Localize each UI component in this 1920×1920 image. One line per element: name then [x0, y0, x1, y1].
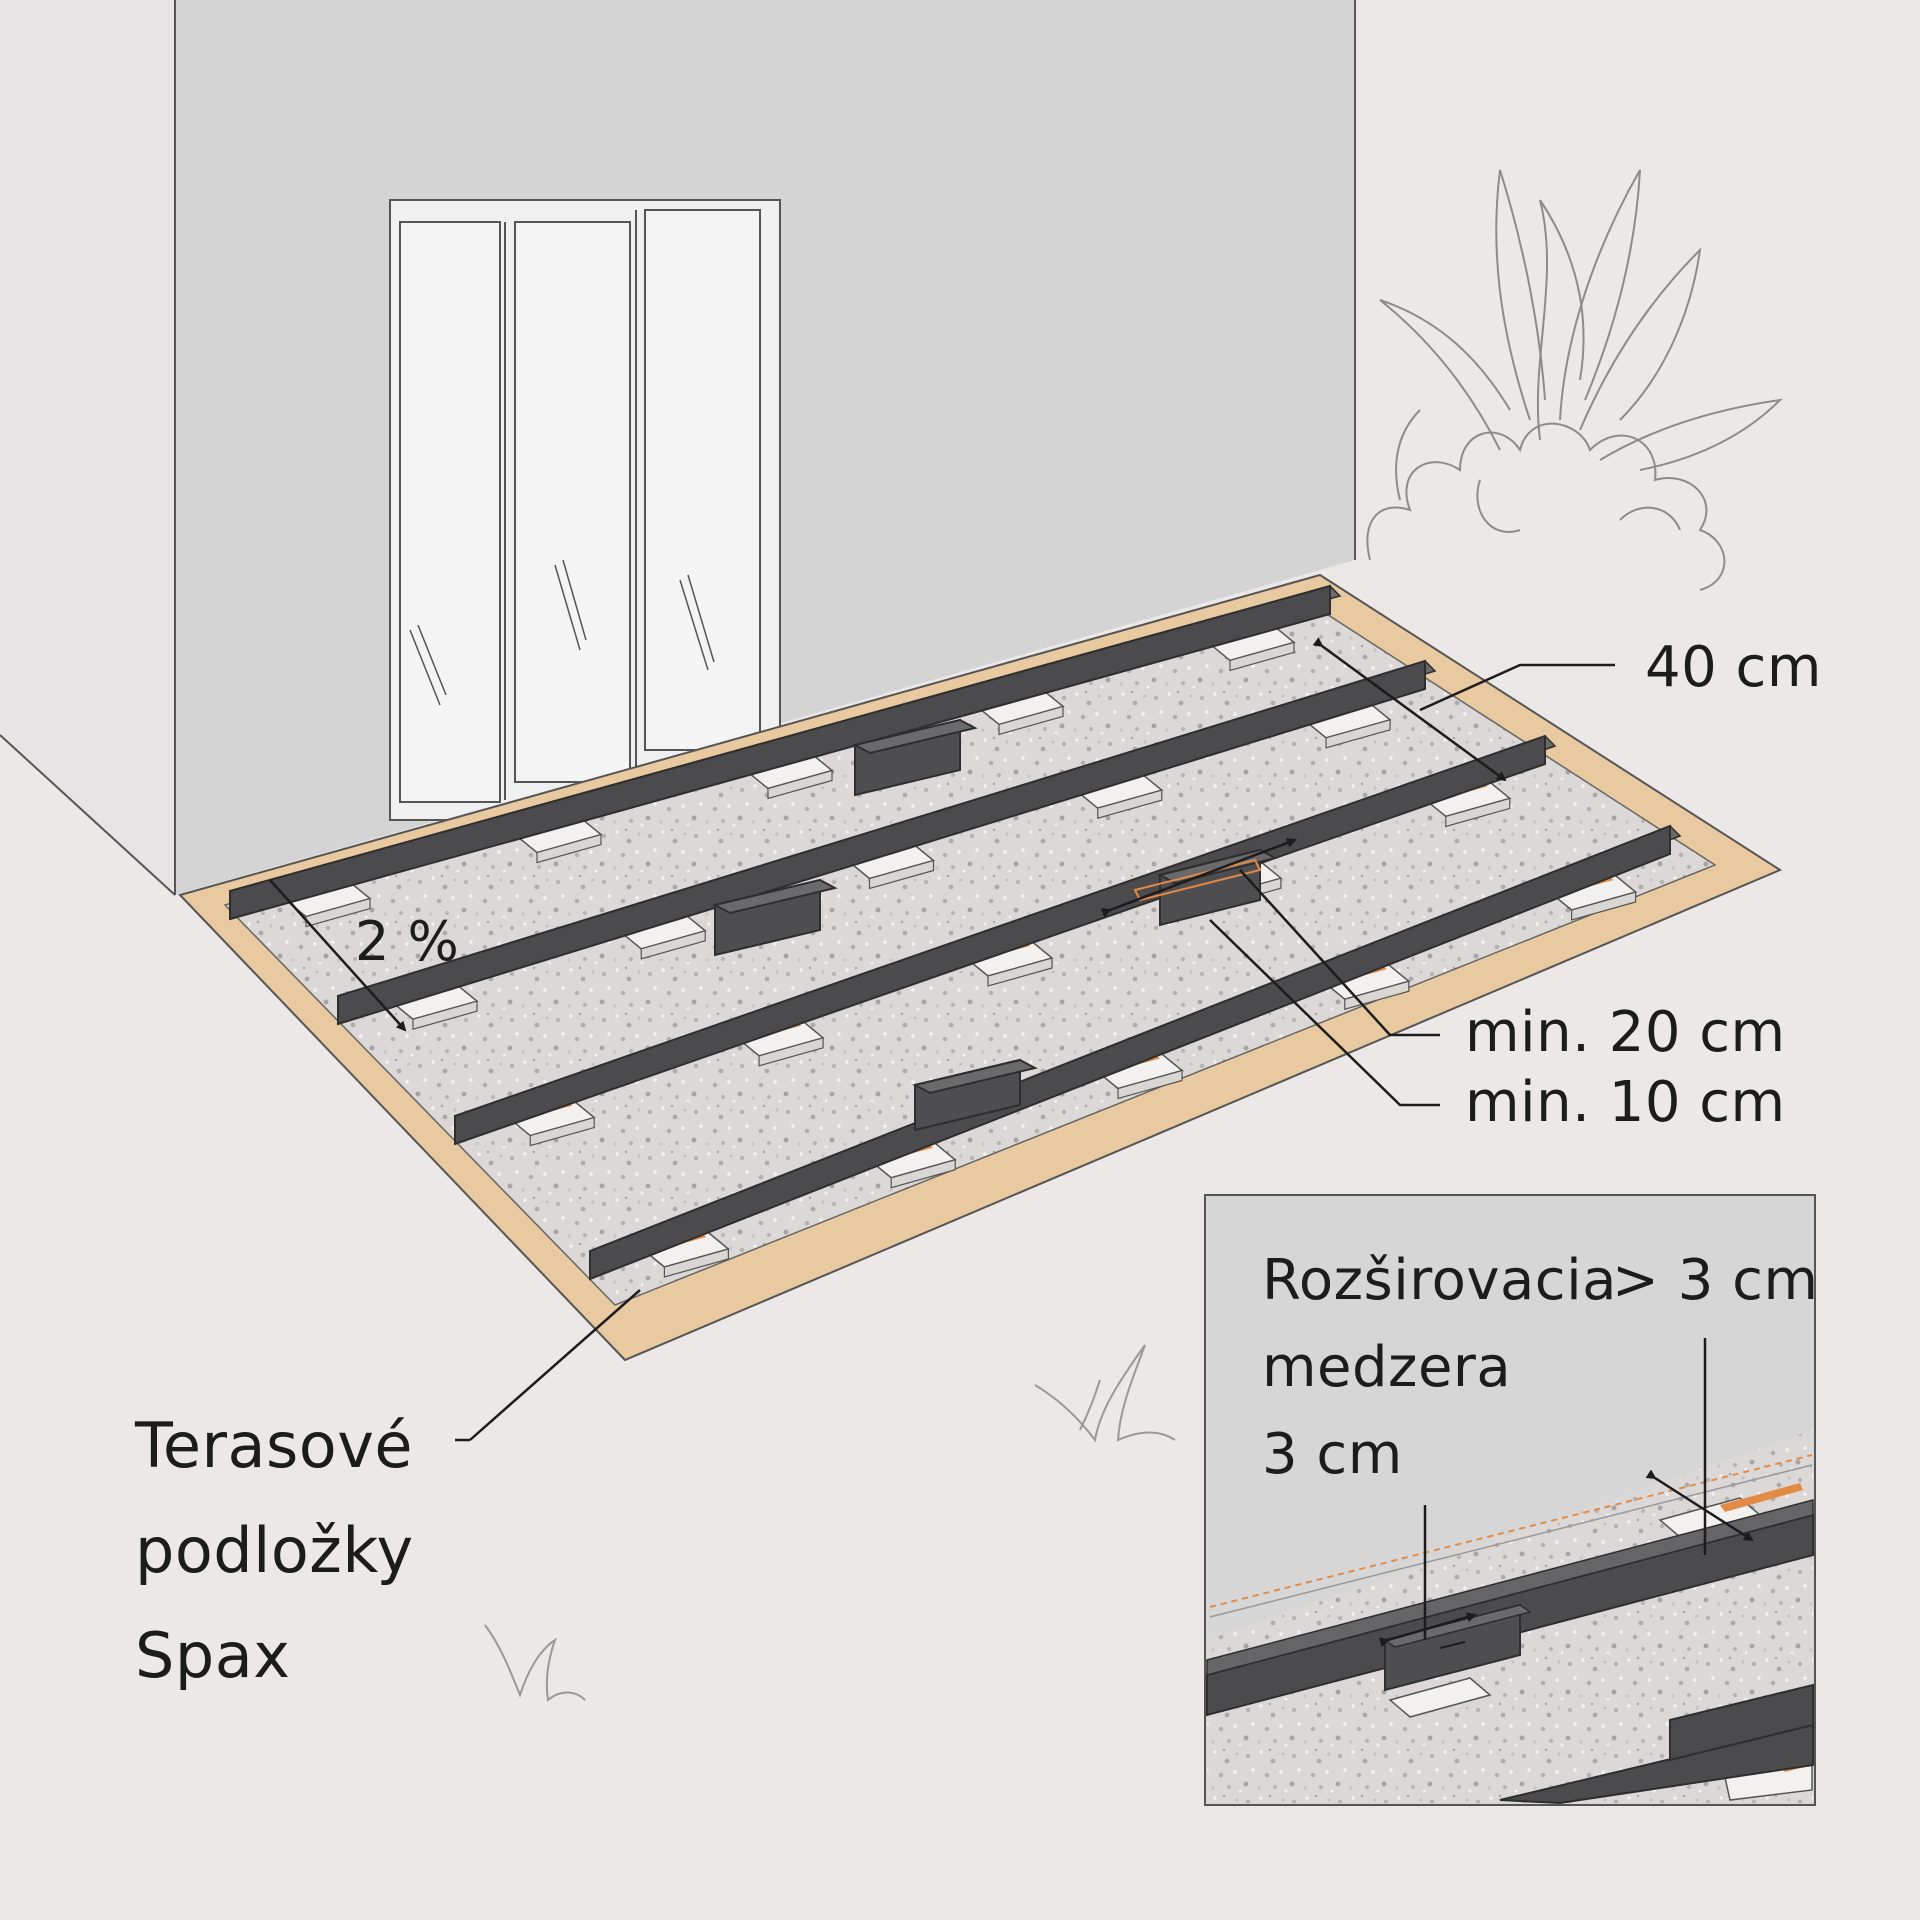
min-overlap-label: min. 20 cm — [1465, 1000, 1786, 1065]
joist-1 — [229, 584, 1331, 921]
joists-group — [228, 584, 1682, 1281]
slope-label: 2 % — [355, 910, 460, 973]
patio-door — [389, 199, 781, 821]
slope-arrow — [269, 879, 407, 1032]
pads-leader — [469, 1289, 641, 1441]
spacing-label: 40 cm — [1645, 635, 1822, 700]
overlap-leader — [1239, 869, 1440, 1037]
dimension-lines — [269, 637, 1615, 1442]
overlap-arrow — [1100, 838, 1297, 918]
plant-sketch-icon — [1366, 169, 1783, 591]
grass-tuft-icon — [484, 1344, 1176, 1702]
gap-arrow — [1645, 1469, 1754, 1542]
gap-label: Rozširovacia — [1262, 1248, 1617, 1313]
pads-label-line2: podložky — [135, 1514, 414, 1587]
min-edge-label: min. 10 cm — [1465, 1070, 1786, 1135]
joist-4 — [589, 824, 1671, 1281]
gap-value: > 3 cm — [1612, 1248, 1819, 1313]
pads-label-line3: Spax — [135, 1619, 291, 1692]
spacing-arrow — [1312, 637, 1507, 782]
spacing-leader — [1419, 663, 1615, 712]
pads-label-line1: Terasové — [135, 1409, 414, 1482]
detail-inset — [1204, 1194, 1816, 1806]
gap-label-line2: medzera — [1262, 1335, 1512, 1400]
gap-label-line3: 3 cm — [1262, 1422, 1403, 1487]
edge-leader — [1209, 919, 1440, 1107]
joint-arrow — [1378, 1612, 1477, 1648]
